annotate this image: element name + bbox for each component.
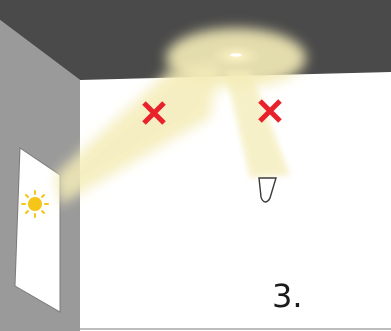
window	[15, 148, 60, 312]
ceiling-light-fixture	[230, 53, 242, 56]
step-number: 3.	[272, 280, 303, 312]
sun-icon	[22, 191, 48, 217]
